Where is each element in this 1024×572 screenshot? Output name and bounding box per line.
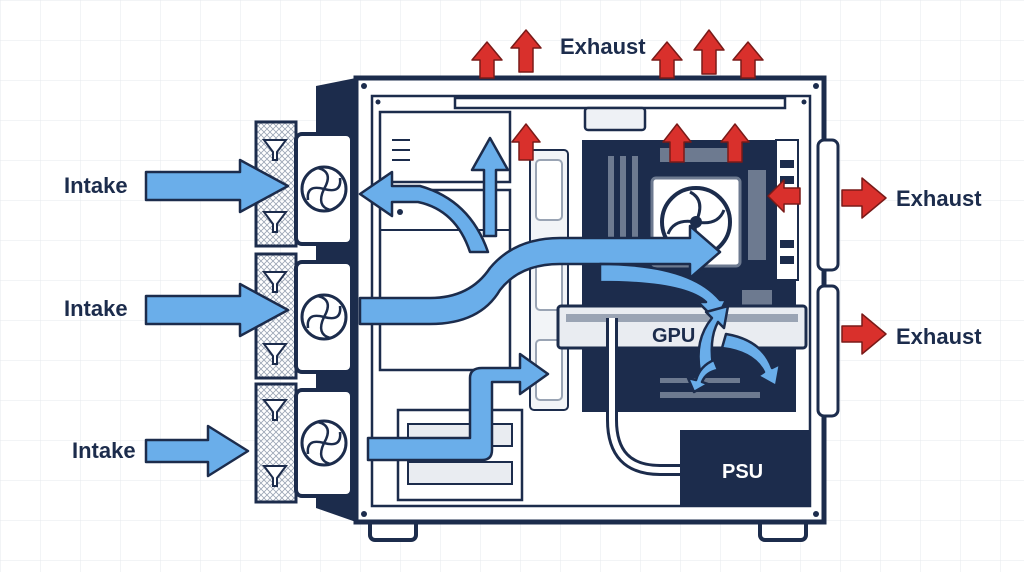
- airflow-gpu-swirl: [697, 304, 730, 374]
- screw: [801, 99, 807, 105]
- exhaust-arrow-internal: [662, 123, 692, 163]
- intake-label-bottom: Intake: [72, 438, 136, 463]
- intake-label-top: Intake: [64, 173, 128, 198]
- airflow: [144, 136, 782, 478]
- front-fans: [254, 120, 354, 504]
- psu-box: [680, 430, 810, 506]
- ram-slot: [632, 156, 638, 266]
- top-fan-bracket: [583, 106, 647, 132]
- intake-label-mid: Intake: [64, 296, 128, 321]
- airflow-gpu-swirl: [686, 358, 720, 394]
- exhaust-arrow-internal: [720, 123, 750, 163]
- exhaust-label-top: Exhaust: [560, 34, 646, 59]
- exhaust-arrow-top: [732, 41, 764, 79]
- airflow-gpu-swirl: [720, 332, 782, 388]
- screw: [813, 511, 819, 517]
- ram-slot: [620, 156, 626, 266]
- fan-blades: [306, 166, 342, 212]
- top-fan-rail: [453, 96, 787, 110]
- cpu-fan-hub: [690, 216, 702, 228]
- exhaust-arrow-top: [510, 29, 542, 73]
- exhaust-arrow-internal: [767, 179, 801, 213]
- exhaust-arrow-top: [471, 41, 503, 79]
- exhaust-arrow-top: [693, 29, 725, 75]
- exhaust-label-rear-upper: Exhaust: [896, 186, 982, 211]
- intake-arrow-bottom: [144, 424, 250, 478]
- gpu-label: GPU: [652, 325, 695, 347]
- rear-port: [780, 176, 794, 184]
- exhaust-label-rear-lower: Exhaust: [896, 324, 982, 349]
- rear-fan-frame-upper: [816, 138, 840, 272]
- filter-funnel-icon: [262, 271, 288, 293]
- airflow-branch-front: [358, 170, 490, 254]
- fan-blades: [306, 420, 342, 466]
- rear-port: [780, 240, 794, 248]
- rear-port: [780, 160, 794, 168]
- cable-grommet: [535, 159, 563, 221]
- hdd-drive: [407, 461, 513, 485]
- screw: [375, 99, 381, 105]
- exhaust-arrow-rear-lower: [841, 313, 887, 355]
- fan-blades: [306, 294, 342, 340]
- filter-funnel-icon: [262, 465, 288, 487]
- airflow-bottom-stream: [366, 352, 550, 462]
- screw: [361, 511, 367, 517]
- filter-funnel-icon: [262, 139, 288, 161]
- pcie-slot: [660, 392, 760, 398]
- exhaust-arrow-rear-upper: [841, 177, 887, 219]
- filter-funnel-icon: [262, 399, 288, 421]
- gpu-shroud-stripe: [566, 314, 798, 322]
- rear-port: [780, 256, 794, 264]
- psu-label: PSU: [722, 461, 763, 483]
- airflow-branch-up: [470, 136, 510, 238]
- filter-funnel-icon: [262, 343, 288, 365]
- filter-funnel-icon: [262, 211, 288, 233]
- ram-slot: [608, 156, 614, 266]
- exhaust-arrows: [471, 29, 887, 355]
- screw: [813, 83, 819, 89]
- psu-cable-inner: [609, 318, 680, 473]
- io-heatsink: [748, 170, 766, 260]
- exhaust-arrow-internal: [511, 123, 541, 161]
- intake-arrow-mid: [144, 282, 290, 338]
- screw: [361, 83, 367, 89]
- intake-arrow-top: [144, 158, 290, 214]
- exhaust-arrow-top: [651, 41, 683, 79]
- rear-fan-frame-lower: [816, 284, 840, 418]
- drive-led: [397, 209, 403, 215]
- airflow-main-stream: [358, 224, 722, 326]
